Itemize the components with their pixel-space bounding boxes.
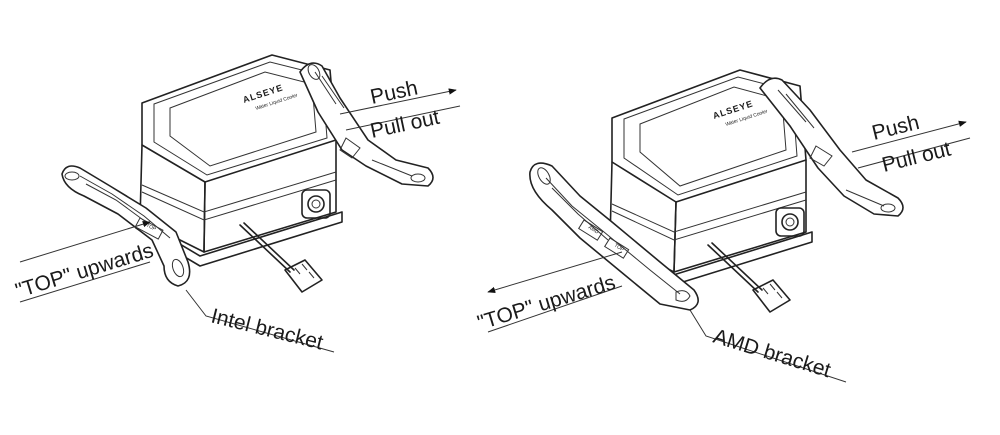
amd-bracket-stamp-amd: AMD: [587, 225, 600, 236]
intel-top-underline: [19, 261, 151, 303]
amd-callout-line: [689, 309, 847, 383]
amd-push-pull-indicator: Push Pull out: [851, 111, 971, 177]
intel-top-indicator: "TOP" upwards: [13, 221, 156, 303]
amd-pull-line: [857, 137, 971, 169]
amd-push-label: Push: [870, 111, 922, 145]
amd-top-underline: [487, 285, 623, 333]
intel-pump-figure: ALSEYE Water Liquid Cooler TOP Push: [13, 54, 461, 355]
amd-bracket-stamp-top: TOP: [613, 243, 625, 254]
intel-rear-bracket: [299, 62, 434, 187]
intel-top-arrow: [19, 221, 151, 263]
amd-top-indicator: "TOP" upwards: [475, 251, 623, 335]
amd-top-label: "TOP" upwards: [475, 271, 618, 335]
amd-rear-bracket: [759, 77, 904, 217]
amd-pump-figure: ALSEYE Water Liquid Cooler AMD TOP: [475, 69, 971, 383]
intel-top-label: "TOP" upwards: [13, 239, 156, 303]
amd-bracket: AMD TOP: [529, 162, 699, 311]
intel-pull-label: Pull out: [368, 106, 441, 143]
intel-bracket: TOP: [61, 165, 191, 287]
amd-bracket-label: AMD bracket: [711, 325, 834, 383]
amd-pump-block: ALSEYE Water Liquid Cooler: [605, 69, 813, 313]
intel-bracket-callout: Intel bracket: [185, 289, 335, 355]
intel-push-arrow: [339, 88, 457, 115]
amd-bracket-callout: AMD bracket: [689, 309, 847, 383]
intel-bracket-stamp: TOP: [145, 222, 157, 232]
amd-push-arrow: [851, 120, 967, 153]
intel-push-label: Push: [368, 76, 420, 108]
intel-bracket-label: Intel bracket: [209, 305, 326, 355]
amd-pull-label: Pull out: [880, 138, 954, 177]
intel-callout-line: [185, 289, 335, 353]
amd-top-arrow: [487, 251, 623, 294]
intel-pull-line: [345, 105, 461, 131]
intel-pump-block: ALSEYE Water Liquid Cooler: [135, 54, 343, 293]
